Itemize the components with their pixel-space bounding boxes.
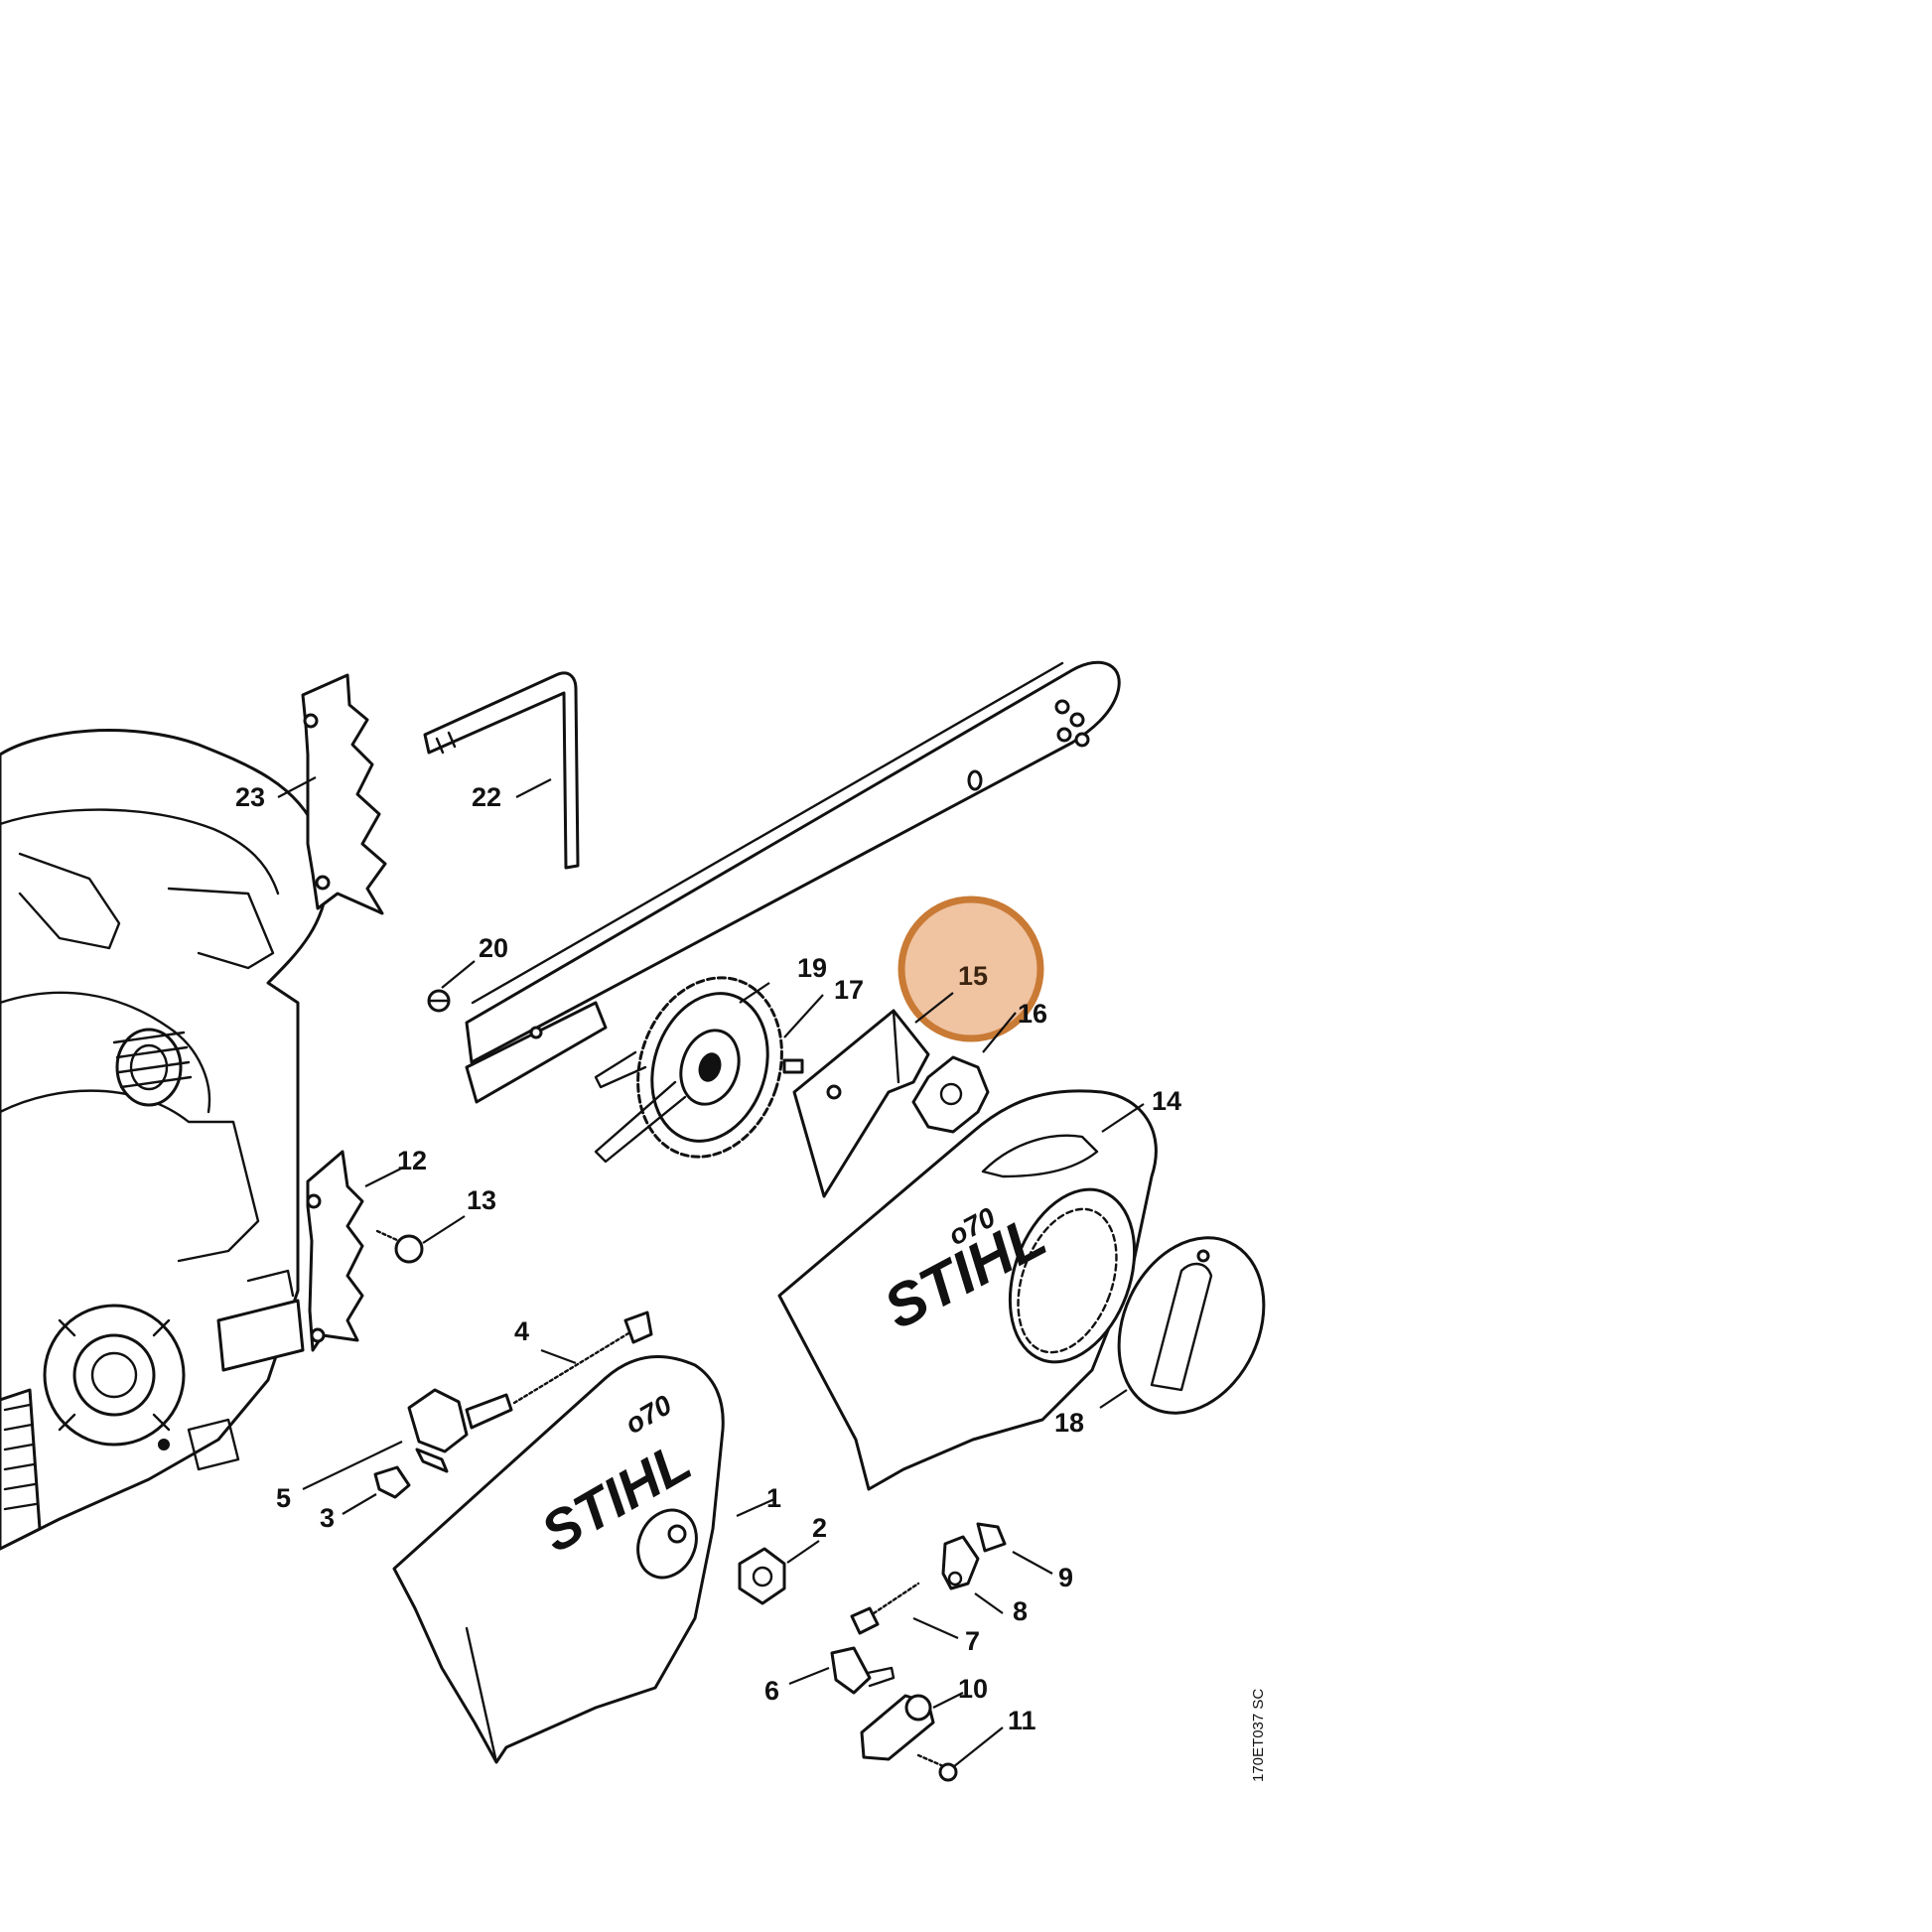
part-14-sprocket-cover: STIHL o70 [777, 1089, 1158, 1491]
part-3-nut [373, 1465, 411, 1499]
engine-housing [0, 729, 330, 1551]
part-9-clip [976, 1522, 1007, 1553]
leader-lines [277, 776, 1145, 1768]
part-1-cover: STIHL o70 [392, 1355, 725, 1764]
part-12-bumper-spike [306, 1150, 364, 1352]
label-17[interactable]: 17 [834, 975, 864, 1005]
label-20[interactable]: 20 [479, 933, 508, 963]
label-14[interactable]: 14 [1152, 1086, 1181, 1116]
label-15[interactable]: 15 [958, 961, 988, 991]
label-11[interactable]: 11 [1008, 1706, 1036, 1735]
part-19-sprocket [594, 976, 783, 1164]
label-5[interactable]: 5 [276, 1483, 291, 1513]
label-12[interactable]: 12 [397, 1146, 427, 1175]
part-6-gear-nut [830, 1646, 896, 1695]
part-2-nut [738, 1547, 786, 1605]
part-labels: 1 2 3 4 5 6 7 8 9 10 11 12 13 14 15 16 1… [235, 782, 1181, 1735]
part-17-plate [782, 1009, 930, 1198]
label-1[interactable]: 1 [766, 1483, 781, 1513]
part-4-screw [512, 1311, 653, 1405]
part-11-screw [916, 1753, 958, 1782]
part-7-screw [850, 1582, 920, 1635]
part-23-bumper-spike [301, 673, 387, 915]
part-8-bracket [941, 1535, 980, 1590]
part-5-slider [407, 1388, 513, 1473]
label-9[interactable]: 9 [1058, 1563, 1073, 1592]
label-2[interactable]: 2 [812, 1513, 827, 1543]
label-16[interactable]: 16 [1018, 999, 1047, 1029]
part-10-bracket [860, 1694, 935, 1761]
label-22[interactable]: 22 [472, 782, 501, 812]
drawing-code: 170ET037 SC [1250, 1689, 1267, 1782]
label-8[interactable]: 8 [1013, 1596, 1028, 1626]
part-16-knob [911, 1055, 990, 1134]
label-19[interactable]: 19 [797, 953, 827, 983]
label-4[interactable]: 4 [514, 1316, 529, 1346]
label-23[interactable]: 23 [235, 782, 265, 812]
part-13-screw [375, 1229, 424, 1264]
label-3[interactable]: 3 [320, 1503, 335, 1533]
label-7[interactable]: 7 [965, 1626, 980, 1656]
guide-bar [465, 660, 1121, 1104]
part-15-highlight[interactable] [897, 896, 1044, 1042]
label-13[interactable]: 13 [467, 1185, 496, 1215]
label-18[interactable]: 18 [1054, 1408, 1084, 1438]
part-18-round-cover [1117, 1236, 1266, 1415]
label-6[interactable]: 6 [764, 1676, 779, 1706]
part-20-screw [427, 989, 451, 1013]
label-10[interactable]: 10 [958, 1674, 988, 1704]
part-22-wrench [423, 671, 580, 870]
